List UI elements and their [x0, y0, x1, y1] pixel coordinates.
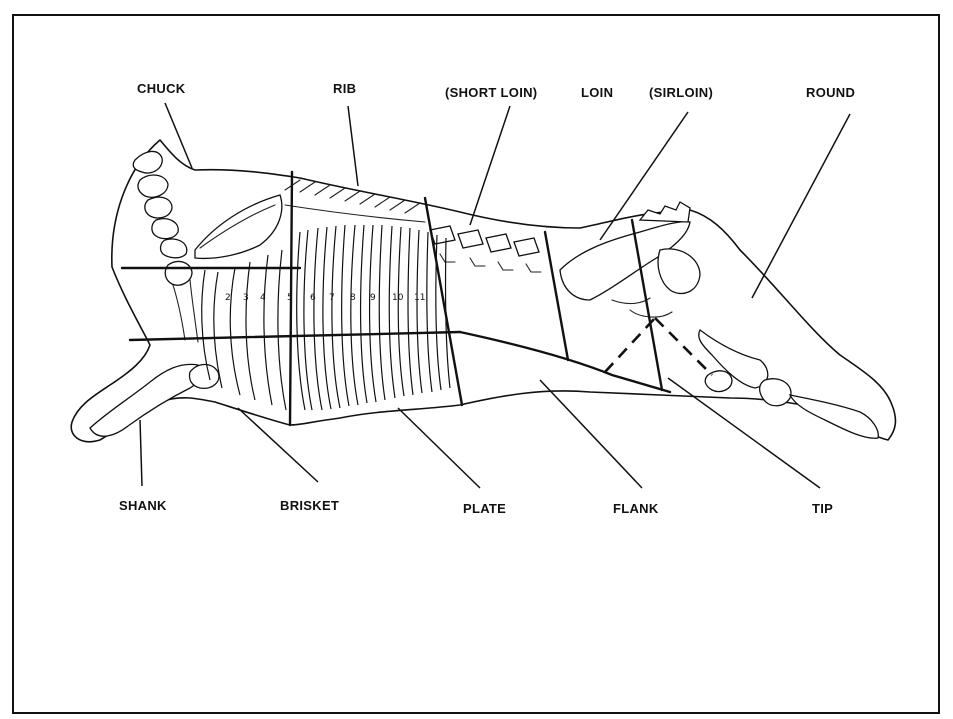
label-shank: SHANK: [119, 498, 167, 513]
chuck-bones: [133, 151, 282, 342]
leader-chuck: [165, 103, 192, 168]
rib-number: 6: [310, 293, 316, 303]
label-plate: PLATE: [463, 501, 506, 516]
hind-bones: [560, 202, 878, 438]
shank-bone: [90, 364, 201, 436]
label-tip: TIP: [812, 501, 833, 516]
cut-line-chuck-rib: [290, 172, 292, 425]
label-flank: FLANK: [613, 501, 659, 516]
label-round: ROUND: [806, 85, 855, 100]
label-chuck: CHUCK: [137, 81, 186, 96]
leader-round: [752, 114, 850, 298]
leader-rib: [348, 106, 358, 186]
leader-tip: [668, 378, 820, 488]
label-short-loin: (SHORT LOIN): [445, 85, 537, 100]
rib-number: 7: [329, 293, 335, 303]
rib-number: 3: [243, 293, 249, 303]
rib-number: 8: [350, 293, 356, 303]
leader-flank: [540, 380, 642, 488]
rib-number: 2: [225, 293, 231, 303]
leader-brisket: [238, 408, 318, 482]
shank-joint: [189, 365, 218, 389]
cut-line-shortloin-sirloin: [545, 232, 568, 360]
rib-number: 4: [260, 293, 266, 303]
label-sirloin: (SIRLOIN): [649, 85, 713, 100]
leader-short-loin: [470, 106, 510, 225]
label-rib: RIB: [333, 81, 356, 96]
spine-vertebrae: [285, 180, 541, 272]
rib-numbers: 2 3 4 5 6 7 8 9 10 11: [225, 293, 425, 303]
leader-shank: [140, 420, 142, 486]
cut-line-horizontal-lower: [130, 332, 460, 340]
label-brisket: BRISKET: [280, 498, 339, 513]
leader-plate: [398, 408, 480, 488]
rib-number: 9: [370, 293, 376, 303]
cut-line-tip-dashed-left: [605, 318, 655, 372]
rib-number: 11: [414, 293, 425, 303]
rib-number: 10: [392, 293, 404, 303]
label-loin: LOIN: [581, 85, 613, 100]
